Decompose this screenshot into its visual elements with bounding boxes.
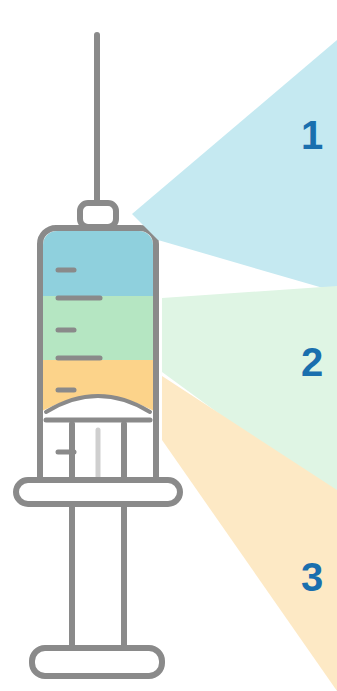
callout-band: 3 (162, 376, 337, 691)
thumb-rest (32, 648, 162, 676)
callout-number: 3 (301, 557, 323, 597)
plunger-rod (96, 430, 101, 480)
liquid-layer (43, 360, 153, 412)
callout-number: 1 (301, 115, 323, 155)
scale-tick (58, 356, 100, 361)
plunger-rod (69, 424, 75, 648)
syringe-barrel (40, 228, 156, 496)
scale-tick (58, 268, 74, 273)
plunger-head (46, 418, 150, 423)
band-shape (132, 40, 337, 292)
finger-flange (16, 480, 180, 504)
scale-tick (58, 388, 74, 393)
needle (94, 35, 100, 202)
band-shape (162, 376, 337, 691)
plunger-rod (121, 424, 127, 648)
liquid-layer (43, 231, 153, 296)
scale-tick (58, 328, 74, 333)
band-shape (162, 376, 337, 691)
scale-tick (58, 296, 100, 301)
band-shape (132, 40, 337, 292)
liquid-layer (43, 296, 153, 360)
needle-hub (80, 203, 116, 227)
callout-number: 2 (301, 342, 323, 382)
callout-band: 1 (132, 40, 337, 292)
plunger-head (46, 396, 150, 412)
